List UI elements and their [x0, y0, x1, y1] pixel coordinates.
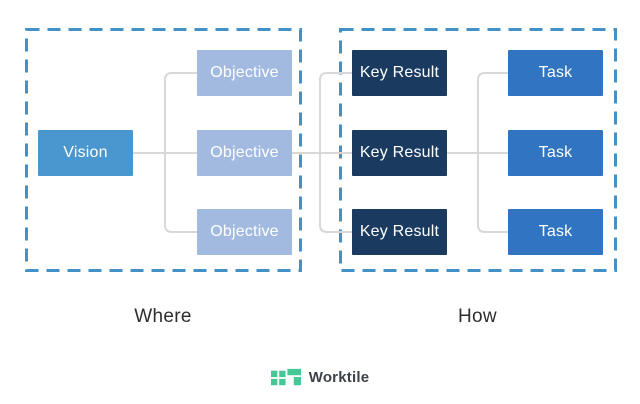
- objective-to-keyresults-connectors: [292, 72, 352, 233]
- group-label-where: Where: [134, 306, 192, 327]
- task-node-3: Task: [508, 209, 603, 255]
- keyresult-to-tasks-connectors: [447, 72, 508, 233]
- key-result-node-1: Key Result: [352, 50, 447, 96]
- objective-node-3: Objective: [197, 209, 292, 255]
- task-node-1: Task: [508, 50, 603, 96]
- worktile-logo: Worktile: [0, 368, 640, 387]
- vision-node: Vision: [38, 130, 133, 176]
- group-label-how: How: [458, 306, 497, 327]
- brand-name: Worktile: [308, 369, 370, 386]
- objective-node-1: Objective: [197, 50, 292, 96]
- vision-to-objectives-connectors: [133, 72, 197, 233]
- worktile-tiles-icon: [270, 368, 301, 386]
- task-node-2: Task: [508, 130, 603, 176]
- objective-node-2: Objective: [197, 130, 292, 176]
- how-group-outline: [339, 28, 617, 272]
- key-result-node-2: Key Result: [352, 130, 447, 176]
- where-group-outline: [25, 28, 302, 272]
- key-result-node-3: Key Result: [352, 209, 447, 255]
